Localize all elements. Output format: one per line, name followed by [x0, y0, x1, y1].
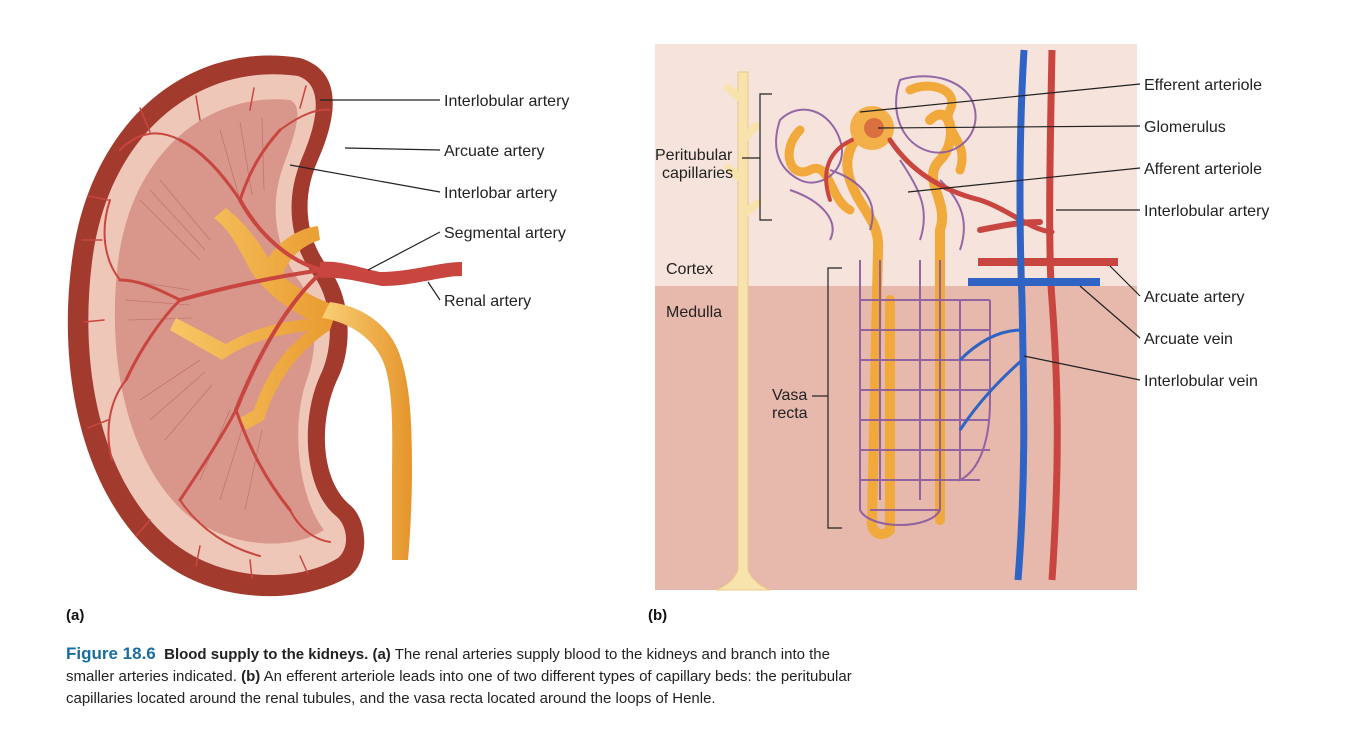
label-afferent-arteriole: Afferent arteriole	[1144, 161, 1262, 178]
nephron-illustration	[655, 44, 1137, 591]
renal-pelvis	[170, 208, 338, 430]
label-cortex: Cortex	[666, 261, 713, 278]
label-renal-artery: Renal artery	[444, 293, 531, 310]
interlobular-vein	[1014, 49, 1028, 581]
label-segmental-artery: Segmental artery	[444, 225, 566, 242]
panel-b-letter: (b)	[648, 607, 667, 624]
label-glomerulus: Glomerulus	[1144, 119, 1226, 136]
vasa-recta-mesh	[859, 260, 991, 526]
renal-artery	[320, 261, 462, 286]
caption-title: Blood supply to the kidneys.	[164, 646, 369, 663]
label-interlobular-vein: Interlobular vein	[1144, 373, 1258, 390]
arterioles	[824, 137, 1055, 235]
label-interlobar-artery: Interlobar artery	[444, 185, 557, 202]
label-vasa-line2: recta	[772, 405, 808, 422]
label-arcuate-artery-a: Arcuate artery	[444, 143, 544, 160]
caption-a-tag: (a)	[372, 646, 391, 663]
glomerulus-core	[864, 118, 884, 138]
panel-b-labels: Efferent arteriole Glomerulus Afferent a…	[648, 77, 1269, 624]
label-interlobular-artery-b: Interlobular artery	[1144, 203, 1269, 220]
renal-medulla	[114, 99, 324, 544]
peritubular-capillary-mesh	[775, 75, 977, 251]
label-vasa-line1: Vasa	[772, 387, 807, 404]
label-arcuate-vein: Arcuate vein	[1144, 331, 1233, 348]
renal-tubule	[784, 81, 967, 540]
figure-caption: Figure 18.6 Blood supply to the kidneys.…	[66, 643, 866, 710]
label-interlobular-artery-a: Interlobular artery	[444, 93, 569, 110]
panel-a-leaders	[289, 99, 441, 301]
label-peritubular-line2: capillaries	[662, 165, 733, 182]
caption-b-tag: (b)	[241, 668, 261, 685]
label-medulla: Medulla	[666, 304, 722, 321]
collecting-duct	[715, 71, 771, 591]
label-efferent-arteriole: Efferent arteriole	[1144, 77, 1262, 94]
medulla-region	[655, 286, 1137, 590]
vein-branches	[958, 328, 1024, 431]
label-arcuate-artery-b: Arcuate artery	[1144, 289, 1244, 306]
panel-a-labels: Interlobular artery Arcuate artery Inter…	[66, 93, 569, 624]
caption-b-text: An efferent arteriole leads into one of …	[66, 668, 852, 707]
collecting-duct-branches	[724, 84, 762, 219]
panel-a-letter: (a)	[66, 607, 84, 624]
interlobular-artery-b	[1046, 49, 1061, 581]
cortex-region	[655, 44, 1137, 286]
renal-artery-branches	[81, 85, 331, 579]
kidney-illustration	[67, 55, 462, 597]
panel-b-leaders	[859, 83, 1141, 381]
ureter	[322, 302, 412, 560]
panel-b-brackets	[742, 93, 842, 529]
caption-a-text: The renal arteries supply blood to the k…	[66, 646, 830, 685]
caption-figure-number: Figure 18.6	[66, 644, 156, 663]
label-peritubular-line1: Peritubular	[655, 147, 733, 164]
pyramid-striations	[124, 117, 265, 511]
